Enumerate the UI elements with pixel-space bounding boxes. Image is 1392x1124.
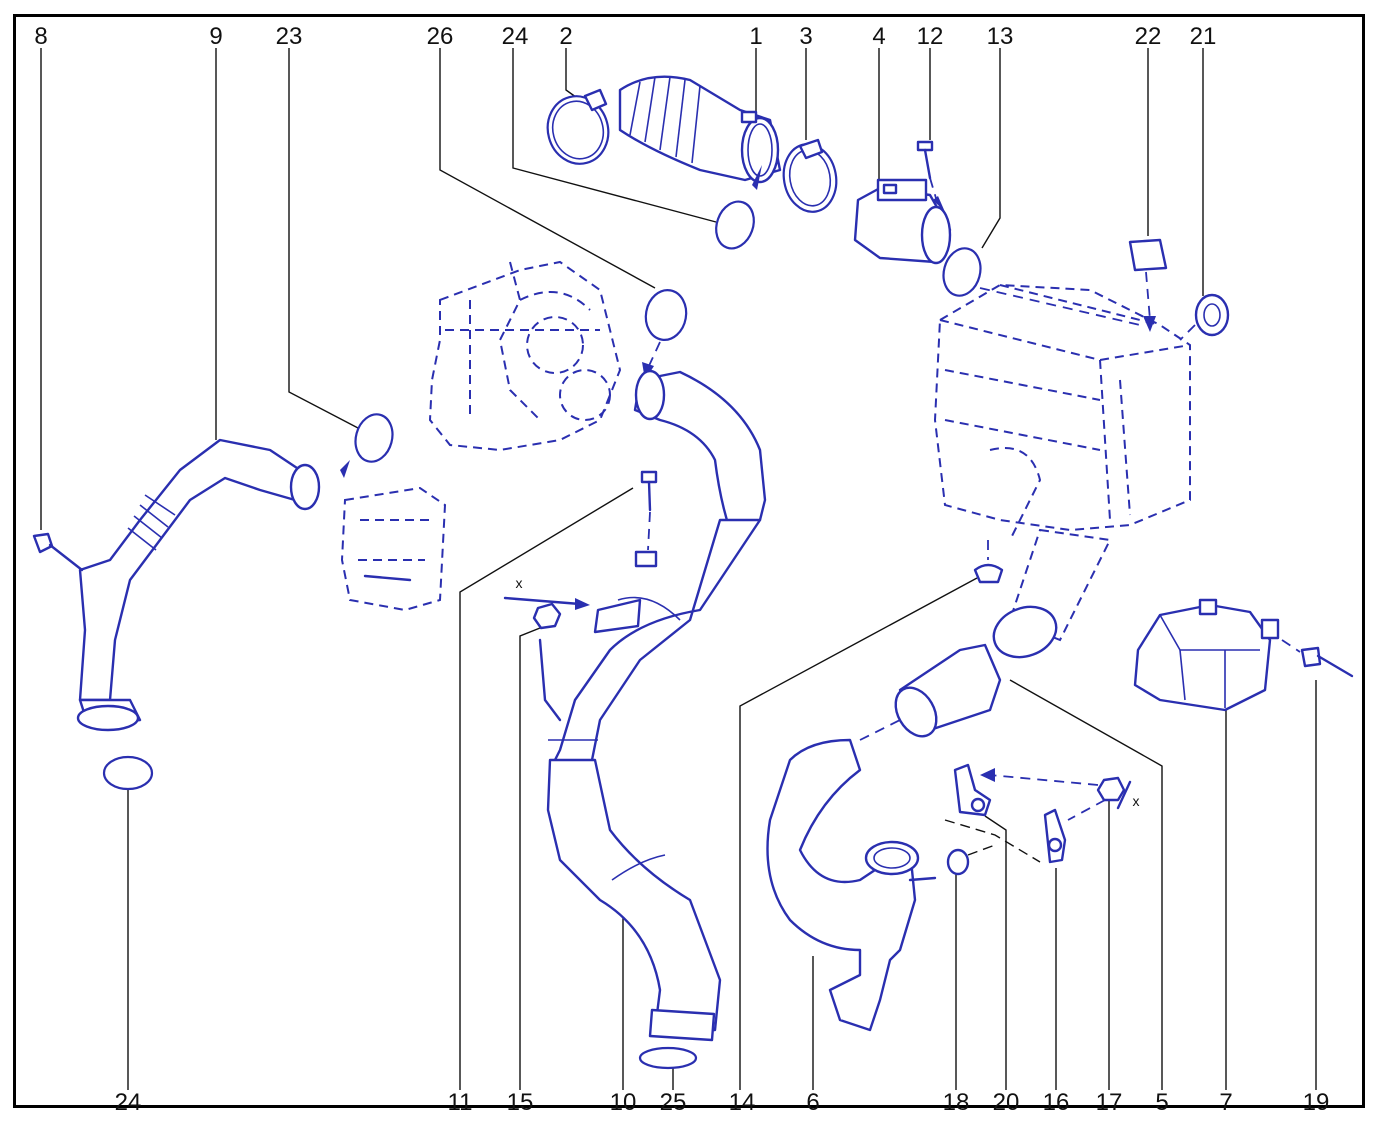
part-24-o-ring-bottom [102,755,154,791]
label-15: 15 [507,1089,534,1116]
label-4: 4 [872,23,885,50]
label-26: 26 [427,23,454,50]
label-23: 23 [276,23,303,50]
part-1-air-intake-hose [618,75,782,184]
part-18-grommet [946,848,970,876]
part-17-nut [1096,776,1126,802]
part-10-intercooler-pipe [546,369,767,1042]
label-12: 12 [917,23,944,50]
part-11-bolt [634,470,658,568]
part-14-grommet [973,540,1004,584]
throttle-actuator-ghost [340,486,447,612]
turbo-housing-ghost [428,260,622,452]
label-20: 20 [993,1089,1020,1116]
part-25-o-ring [638,1046,698,1070]
callout-labels-top: 8 9 23 26 24 2 1 3 4 12 13 22 21 [34,23,1216,50]
label-6: 6 [806,1089,819,1116]
label-11: 11 [448,1089,473,1116]
part-3-hose-clamp [782,138,838,213]
label-17: 17 [1096,1089,1123,1116]
part-19-stud [1281,639,1354,678]
label-2: 2 [559,23,572,50]
label-7: 7 [1219,1089,1232,1116]
part-26-o-ring [642,289,688,380]
label-24-bottom: 24 [115,1089,142,1116]
label-16: 16 [1043,1089,1070,1116]
callout-labels-bottom: 24 11 15 10 25 14 6 18 20 16 17 5 7 19 [115,1089,1330,1116]
part-22-filter-gasket [1128,238,1168,332]
label-22: 22 [1135,23,1162,50]
label-25: 25 [660,1089,687,1116]
part-9-turbo-pipe [76,438,321,732]
label-21: 21 [1190,23,1217,50]
label-18: 18 [943,1089,970,1116]
part-24-o-ring-top [715,165,762,250]
label-3: 3 [799,23,812,50]
label-9: 9 [209,23,222,50]
part-5-sleeve [894,605,1058,738]
assembly-path-airbox [979,287,1141,326]
part-6-intake-duct [766,719,937,1032]
part-21-grommet [1179,293,1230,341]
label-10: 10 [610,1089,637,1116]
part-15-nut [503,596,590,722]
label-8: 8 [34,23,47,50]
part-23-o-ring [340,413,394,478]
part-8-bolt [32,532,84,572]
part-7-engine-cover [1133,598,1280,712]
label-24-top: 24 [502,23,529,50]
x-mark-right: x [1133,793,1140,809]
label-13: 13 [987,23,1014,50]
label-19: 19 [1303,1089,1330,1116]
part-20-bracket [953,763,992,817]
label-5: 5 [1155,1089,1168,1116]
part-4-air-flow-meter [853,178,952,265]
part-2-hose-clamp [546,88,610,165]
bracket-assembly-paths [944,768,1132,863]
part-12-screw [916,140,945,212]
label-1: 1 [749,23,762,50]
air-filter-box-ghost [933,283,1191,642]
part-13-o-ring [942,247,982,297]
leader-lines [40,48,1317,1090]
x-mark-left: x [516,575,523,591]
part-16-bracket [1043,808,1067,864]
label-14: 14 [729,1089,756,1116]
